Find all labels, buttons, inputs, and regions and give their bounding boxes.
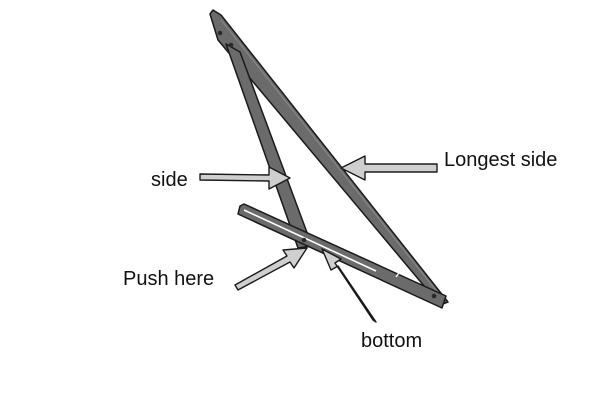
bottom-arrow: [321, 248, 377, 323]
longest-side-arrow: [340, 155, 438, 181]
bottom-bar-groove: [243, 209, 377, 272]
push-here-label: Push here: [123, 268, 215, 290]
rivet-top-1: [217, 30, 223, 36]
side-label: side: [151, 169, 188, 191]
side-arrow: [199, 166, 291, 190]
bottom-label: bottom: [361, 330, 423, 352]
longest-side-highlight: [220, 19, 443, 299]
rivet-pivot: [301, 237, 307, 243]
rivet-top-2: [228, 42, 234, 48]
push-here-arrow: [234, 247, 308, 291]
rivet-corner: [431, 293, 437, 299]
longest-side-label: Longest side: [444, 149, 558, 171]
bottom-bar-groove-edge: [395, 265, 405, 278]
